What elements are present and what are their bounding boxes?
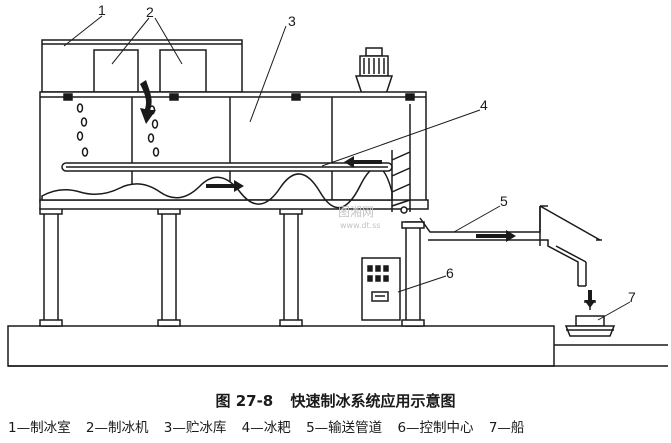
callout-5: 5	[500, 193, 508, 209]
figure-legend: 1—制冰室 2—制冰机 3—贮冰库 4—冰耙 5—输送管道 6—控制中心 7—船	[8, 416, 668, 436]
ground-slab	[7, 325, 668, 367]
legend-item: 6—控制中心	[397, 420, 474, 436]
figure-title: 快速制冰系统应用示意图	[290, 392, 456, 410]
figure-number: 图 27-8	[215, 392, 274, 410]
diagram: 图湘网 www.dt.ss 1 2 3 4 5 6 7	[7, 2, 668, 367]
legend-item: 3—贮冰库	[163, 420, 227, 436]
watermark-line2: www.dt.ss	[340, 221, 381, 230]
legend-item: 2—制冰机	[85, 420, 149, 436]
control-center	[361, 257, 401, 321]
lift-ladder	[391, 104, 411, 214]
watermark-line1: 图湘网	[338, 204, 374, 219]
ice-machines	[93, 49, 207, 93]
callout-3: 3	[288, 13, 296, 29]
legend-item: 7—船	[488, 420, 525, 436]
legend-item: 4—冰耙	[241, 420, 291, 436]
flow-arrows	[140, 80, 596, 308]
cooling-tower	[354, 47, 394, 95]
legend-item: 1—制冰室	[8, 420, 71, 436]
ice-storage-building	[39, 91, 429, 210]
figure-caption: 图 27-8 快速制冰系统应用示意图	[0, 390, 671, 411]
ice-rake	[61, 162, 393, 172]
callout-7: 7	[628, 289, 636, 305]
support-columns	[39, 207, 425, 327]
callout-6: 6	[446, 265, 454, 281]
callout-4: 4	[480, 97, 488, 113]
callout-2: 2	[146, 4, 154, 20]
legend-item: 5—输送管道	[306, 420, 383, 436]
conveying-pipe	[419, 205, 602, 287]
leader-lines	[63, 15, 631, 321]
callout-1: 1	[98, 2, 106, 18]
